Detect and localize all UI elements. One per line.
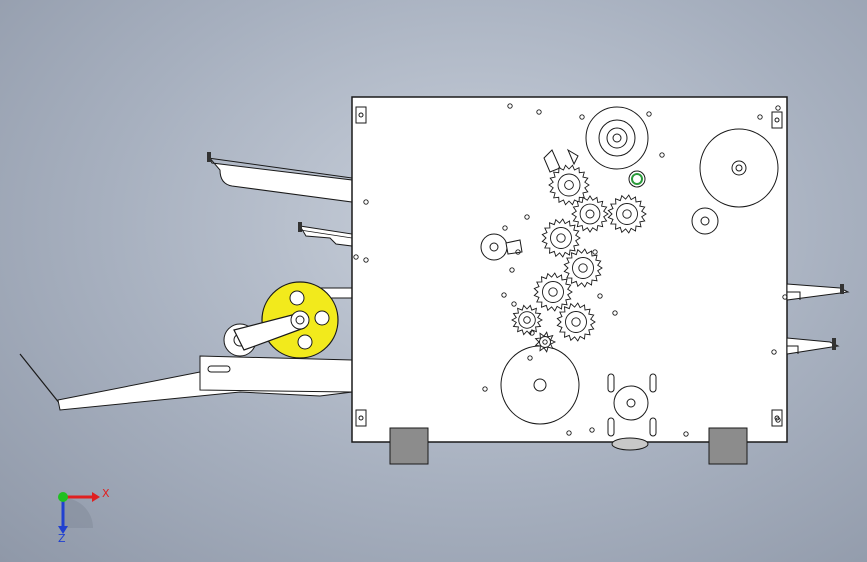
bottom-pulley <box>611 437 649 451</box>
left-idler-roller <box>480 233 523 261</box>
right-rail-lower <box>786 337 840 355</box>
hole <box>502 225 508 231</box>
hole <box>509 267 515 273</box>
hole <box>782 294 788 300</box>
hole <box>659 152 665 158</box>
left-tray-lower <box>19 353 353 411</box>
gear <box>571 195 609 233</box>
left-tray-middle <box>298 222 353 247</box>
gear <box>534 331 557 353</box>
hole <box>757 114 763 120</box>
hole <box>683 431 689 437</box>
right-rail-upper <box>786 283 850 301</box>
hole <box>566 430 572 436</box>
crank-handwheel <box>223 281 353 359</box>
hole <box>597 293 603 299</box>
hole <box>589 427 595 433</box>
green-sensor <box>628 170 646 188</box>
hole <box>536 109 542 115</box>
hole <box>529 330 535 336</box>
orientation-triad: X Z <box>58 487 110 545</box>
hole <box>775 417 781 423</box>
mounting-foot-left <box>389 427 429 465</box>
right-large-wheel <box>699 128 779 208</box>
mounting-holes <box>353 103 788 437</box>
hole <box>612 310 618 316</box>
gear <box>541 218 581 258</box>
corner-brackets <box>355 106 783 427</box>
upper-roller-bearing <box>585 106 649 170</box>
x-axis-label: X <box>102 487 110 500</box>
hole <box>524 214 530 220</box>
hole <box>579 114 585 120</box>
hole <box>775 105 781 111</box>
hole <box>363 257 369 263</box>
mounting-foot-right <box>708 427 748 465</box>
bottom-large-wheel <box>500 345 580 425</box>
hole <box>353 254 359 260</box>
gear <box>533 272 573 312</box>
hole <box>527 355 533 361</box>
hole <box>507 103 513 109</box>
lower-tension-pulley <box>607 373 657 437</box>
hole <box>771 349 777 355</box>
hole <box>482 386 488 392</box>
hole <box>515 249 521 255</box>
hole <box>592 249 598 255</box>
gear <box>511 304 543 336</box>
gear <box>607 194 647 234</box>
hole <box>646 111 652 117</box>
gear-train <box>511 164 647 353</box>
left-tray-upper <box>207 152 353 203</box>
y-axis-marker <box>58 492 68 502</box>
hole <box>501 292 507 298</box>
gear <box>556 302 596 342</box>
hole <box>363 199 369 205</box>
right-small-roller <box>691 207 719 235</box>
z-axis-label: Z <box>58 532 66 545</box>
hole <box>511 301 517 307</box>
gear <box>563 248 603 288</box>
